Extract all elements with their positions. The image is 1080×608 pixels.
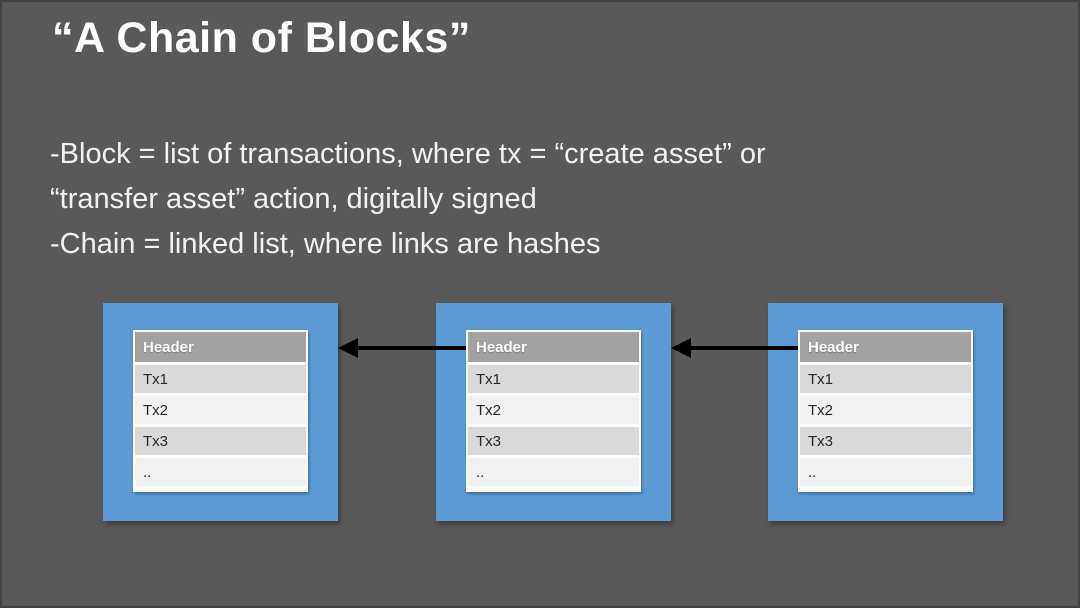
block-1-header-label: Header — [143, 338, 194, 356]
table-row: .. — [468, 458, 639, 486]
left-arrowhead-icon — [338, 338, 358, 358]
slide-title: “A Chain of Blocks” — [52, 14, 471, 62]
block-3-tx2-label: Tx2 — [808, 401, 834, 419]
body-line-3: -Chain = linked list, where links are ha… — [50, 228, 601, 260]
block-1-ellipsis-label: .. — [143, 463, 152, 481]
block-3: Header Tx1 Tx2 Tx3 .. — [768, 303, 1003, 521]
block-3-header-label: Header — [808, 338, 859, 356]
block-1-table: Header Tx1 Tx2 Tx3 .. — [133, 330, 308, 492]
table-row: Tx2 — [135, 396, 306, 424]
block-1-tx2-label: Tx2 — [143, 401, 169, 419]
block-3-tx1-label: Tx1 — [808, 370, 834, 388]
table-row: Tx1 — [800, 365, 971, 393]
block-2-tx3-label: Tx3 — [476, 432, 502, 450]
slide-body: -Block = list of transactions, where tx … — [50, 132, 766, 267]
hash-link-arrow-2 — [671, 338, 798, 358]
block-2: Header Tx1 Tx2 Tx3 .. — [436, 303, 671, 521]
table-row: .. — [800, 458, 971, 486]
block-2-header-row: Header — [468, 332, 639, 362]
left-arrowhead-icon — [671, 338, 691, 358]
arrow-line — [352, 346, 466, 350]
block-1-tx1-label: Tx1 — [143, 370, 169, 388]
table-row: Tx3 — [800, 427, 971, 455]
block-2-table: Header Tx1 Tx2 Tx3 .. — [466, 330, 641, 492]
arrow-line — [685, 346, 798, 350]
block-3-header-row: Header — [800, 332, 971, 362]
table-row: .. — [135, 458, 306, 486]
hash-link-arrow-1 — [338, 338, 466, 358]
block-2-tx1-label: Tx1 — [476, 370, 502, 388]
table-row: Tx2 — [468, 396, 639, 424]
block-1: Header Tx1 Tx2 Tx3 .. — [103, 303, 338, 521]
block-2-ellipsis-label: .. — [476, 463, 485, 481]
table-row: Tx3 — [468, 427, 639, 455]
block-1-header-row: Header — [135, 332, 306, 362]
block-3-ellipsis-label: .. — [808, 463, 817, 481]
body-line-2: “transfer asset” action, digitally signe… — [50, 183, 537, 215]
block-2-header-label: Header — [476, 338, 527, 356]
block-3-table: Header Tx1 Tx2 Tx3 .. — [798, 330, 973, 492]
table-row: Tx1 — [468, 365, 639, 393]
block-1-tx3-label: Tx3 — [143, 432, 169, 450]
table-row: Tx2 — [800, 396, 971, 424]
table-row: Tx3 — [135, 427, 306, 455]
body-line-1: -Block = list of transactions, where tx … — [50, 138, 766, 170]
table-row: Tx1 — [135, 365, 306, 393]
block-3-tx3-label: Tx3 — [808, 432, 834, 450]
block-2-tx2-label: Tx2 — [476, 401, 502, 419]
